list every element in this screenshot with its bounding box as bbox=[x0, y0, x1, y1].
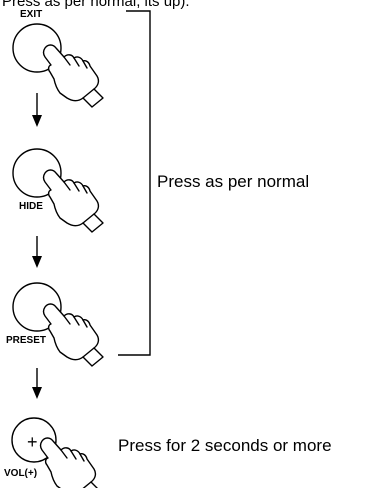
exit-button-label: EXIT bbox=[20, 9, 42, 20]
down-arrow-icon bbox=[32, 93, 42, 127]
group-instruction: Press as per normal bbox=[157, 172, 309, 191]
down-arrow-icon bbox=[32, 236, 42, 268]
preset-button-label: PRESET bbox=[6, 335, 46, 346]
pointing-hand-icon bbox=[42, 44, 104, 108]
pointing-hand-icon bbox=[39, 437, 101, 488]
preset-button-illustration: PRESET bbox=[6, 282, 104, 367]
hide-button-illustration: HIDE bbox=[12, 148, 104, 233]
pointing-hand-icon bbox=[42, 303, 104, 367]
top-text-fragment: Press as per normal, its up). bbox=[2, 0, 190, 10]
group-bracket bbox=[118, 10, 151, 356]
pointing-hand-icon bbox=[42, 169, 104, 233]
hide-button-label: HIDE bbox=[19, 201, 43, 212]
down-arrow-icon bbox=[32, 368, 42, 399]
vol-plus-button-illustration: + VOL(+) bbox=[4, 417, 101, 488]
plus-symbol: + bbox=[27, 432, 38, 452]
hold-instruction: Press for 2 seconds or more bbox=[118, 436, 332, 455]
vol-plus-button-label: VOL(+) bbox=[4, 468, 37, 479]
exit-button-illustration: EXIT bbox=[12, 9, 104, 108]
